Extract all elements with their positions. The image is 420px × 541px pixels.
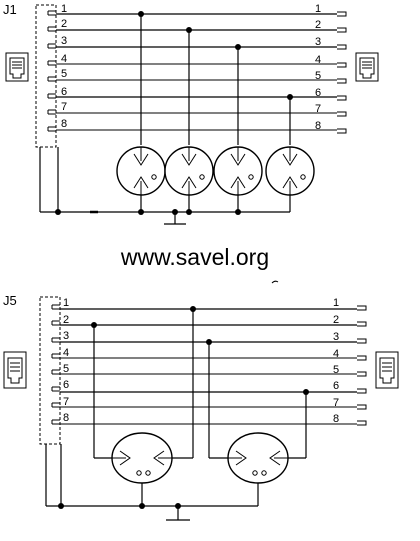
pin-label: 1 <box>333 297 339 309</box>
rj45-connector-icon <box>355 52 379 82</box>
left-terminals <box>47 10 56 132</box>
pin-label: 8 <box>315 120 321 132</box>
pin-label: 1 <box>61 3 67 15</box>
pin-label: 7 <box>61 101 67 113</box>
pin-label: 3 <box>333 331 339 343</box>
pin-label: 7 <box>315 103 321 115</box>
bottom-circuit: J5 1 2 3 4 5 6 7 8 1 2 3 4 5 <box>3 293 399 521</box>
pin-label: 4 <box>63 347 69 359</box>
right-terminals <box>337 11 347 134</box>
gas-discharge-tube-icon <box>111 432 173 484</box>
stray-mark <box>271 280 279 284</box>
pin-label: 1 <box>63 297 69 309</box>
rj45-connector-icon <box>5 52 29 82</box>
pin-label: 7 <box>63 396 69 408</box>
gas-discharge-tube-icon <box>164 146 214 196</box>
bottom-connector-label: J5 <box>3 293 17 308</box>
top-connector-label: J1 <box>3 2 17 17</box>
pin-label: 2 <box>61 18 67 30</box>
gas-discharge-tube-icon <box>213 146 263 196</box>
left-terminals <box>51 304 60 425</box>
pin-label: 1 <box>315 3 321 15</box>
pin-label: 4 <box>315 54 321 66</box>
signal-lines <box>56 13 337 131</box>
pin-label: 5 <box>333 364 339 376</box>
ground-bus <box>39 147 291 215</box>
pin-label: 5 <box>61 68 67 80</box>
tube-taps <box>91 306 309 459</box>
pin-label: 2 <box>315 19 321 31</box>
top-circuit: J1 1 2 3 4 5 6 7 8 1 2 3 4 <box>3 2 379 225</box>
pin-label: 3 <box>61 35 67 47</box>
pin-label: 2 <box>63 314 69 326</box>
pin-label: 4 <box>61 53 67 65</box>
pin-label: 6 <box>315 87 321 99</box>
rj45-connector-icon <box>3 351 27 389</box>
pin-label: 3 <box>63 330 69 342</box>
gas-discharge-tube-icon <box>227 432 289 484</box>
ground-bus <box>45 444 259 509</box>
rj45-connector-icon <box>375 351 399 389</box>
pin-label: 3 <box>315 36 321 48</box>
website-url: www.savel.org <box>120 244 269 270</box>
pin-label: 6 <box>61 86 67 98</box>
pin-label: 2 <box>333 314 339 326</box>
pin-label: 8 <box>61 118 67 130</box>
pin-label: 4 <box>333 348 339 360</box>
pin-label: 5 <box>315 70 321 82</box>
pin-label: 8 <box>333 413 339 425</box>
pin-label: 7 <box>333 397 339 409</box>
ground-symbol-icon <box>164 212 186 225</box>
pin-label: 6 <box>333 380 339 392</box>
pin-label: 5 <box>63 363 69 375</box>
right-terminals <box>357 305 367 426</box>
top-left-connector-housing <box>35 4 57 148</box>
pin-label: 8 <box>63 412 69 424</box>
tube-taps <box>138 11 293 145</box>
pin-label: 6 <box>63 379 69 391</box>
gas-discharge-tube-icon <box>116 146 166 196</box>
ground-symbol-icon <box>166 506 190 521</box>
bottom-left-connector-housing <box>39 296 61 445</box>
gas-discharge-tube-icon <box>265 146 315 196</box>
